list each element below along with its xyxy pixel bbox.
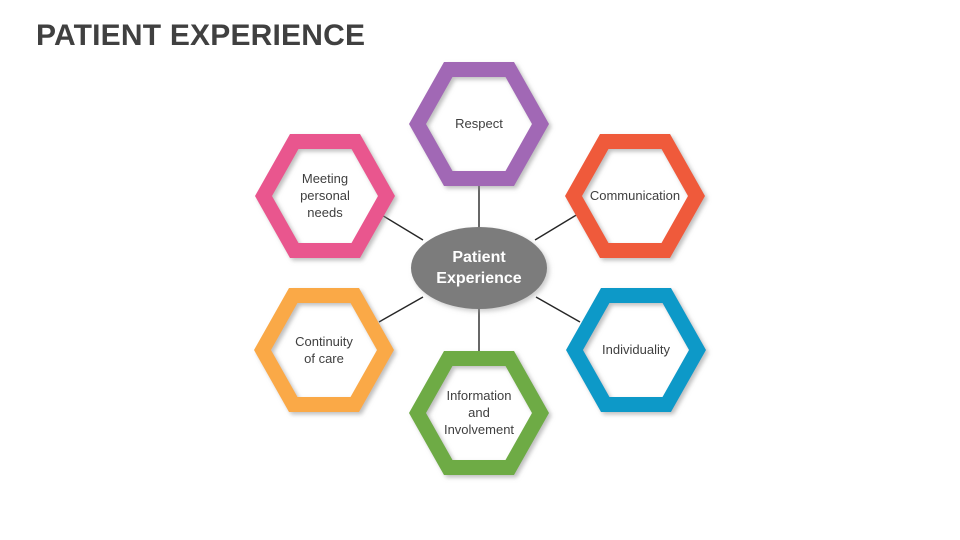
hexagon-continuity-of-care-ring: [254, 288, 394, 412]
hexagon-information-and-involvement-ring: [409, 351, 549, 475]
hexagon-meeting-personal-needs[interactable]: [255, 134, 395, 258]
connector-line-continuity-of-care: [378, 296, 424, 323]
hexagon-communication[interactable]: [565, 134, 705, 258]
connector-lines: [378, 186, 581, 352]
hexagon-respect-ring: [409, 62, 549, 186]
center-node-patient-experience[interactable]: [411, 227, 547, 309]
connector-line-communication: [534, 213, 579, 241]
hexagon-communication-ring: [565, 134, 705, 258]
hexagon-meeting-personal-needs-ring: [255, 134, 395, 258]
hexagon-individuality-ring: [566, 288, 706, 412]
hexagon-continuity-of-care[interactable]: [254, 288, 394, 412]
hexagon-individuality[interactable]: [566, 288, 706, 412]
page-title: PATIENT EXPERIENCE: [36, 19, 366, 52]
hexagon-information-and-involvement[interactable]: [409, 351, 549, 475]
connector-line-individuality: [535, 296, 581, 323]
center-ellipse: [411, 227, 547, 309]
hexagon-respect[interactable]: [409, 62, 549, 186]
connector-line-meeting-personal-needs: [379, 213, 424, 241]
